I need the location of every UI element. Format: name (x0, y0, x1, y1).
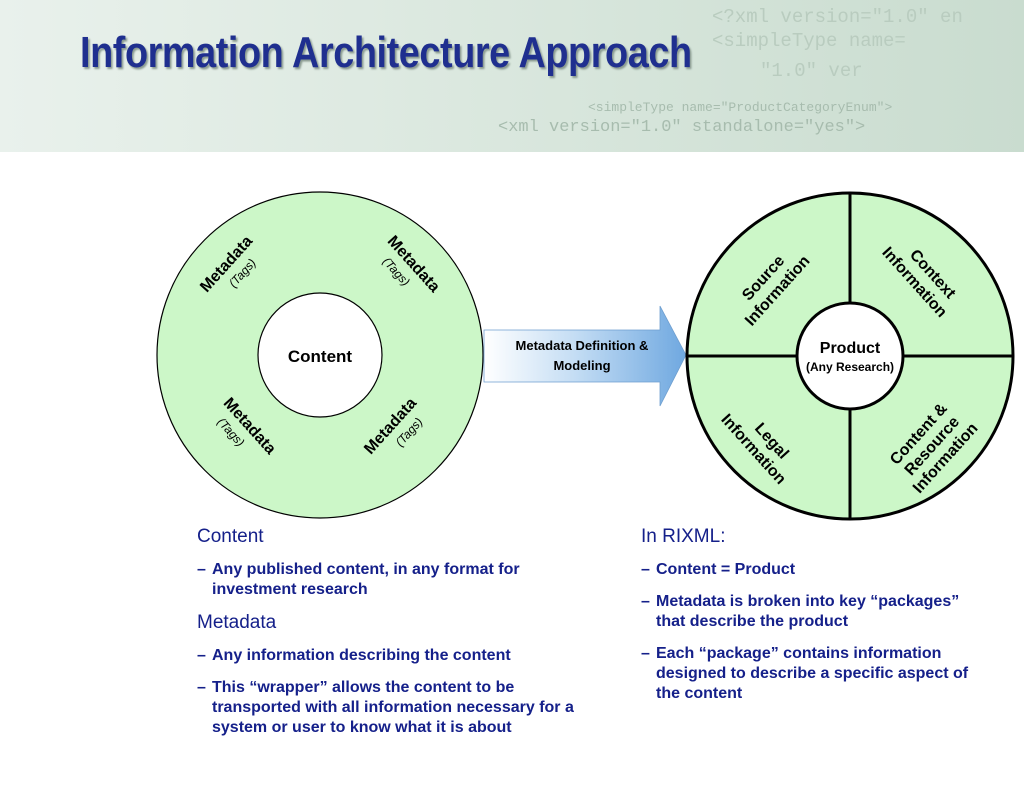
metadata-bullet: – This “wrapper” allows the content to b… (197, 678, 577, 738)
page-title: Information Architecture Approach (80, 28, 692, 77)
metadata-bullet: – Any information describing the content (197, 646, 577, 666)
dash-marker: – (197, 679, 206, 696)
arrow-label-line2: Modeling (553, 358, 610, 373)
product-sublabel: (Any Research) (806, 360, 894, 374)
dash-marker: – (641, 593, 650, 610)
dash-marker: – (197, 647, 206, 664)
rixml-bullet: – Metadata is broken into key “packages”… (641, 592, 986, 632)
background-code-line: <xml version="1.0" standalone="yes"> (498, 118, 866, 137)
background-code-line: <simpleType name= (712, 30, 906, 52)
rixml-bullet: – Each “package” contains information de… (641, 644, 986, 704)
dash-marker: – (197, 561, 206, 578)
arrow-label-line1: Metadata Definition & (516, 338, 649, 353)
rixml-bullet: – Content = Product (641, 560, 986, 580)
dash-marker: – (641, 561, 650, 578)
bullet-text: Content = Product (656, 561, 796, 578)
bullet-text: Each “package” contains information desi… (656, 645, 969, 702)
bullet-text: This “wrapper” allows the content to be … (212, 679, 574, 736)
bullet-text: Metadata is broken into key “packages” t… (656, 593, 960, 630)
content-heading: Content (197, 526, 264, 547)
content-bullet: – Any published content, in any format f… (197, 560, 577, 600)
right-text-column: In RIXML: – Content = Product – Metadata… (641, 526, 986, 716)
background-code-line: "1.0" ver (760, 60, 863, 82)
bullet-text: Any information describing the content (212, 647, 511, 664)
arrow-shape (483, 305, 687, 407)
content-metadata-diagram: Content Metadata (Tags) Metadata (Tags) … (156, 191, 484, 519)
content-label: Content (288, 347, 353, 366)
product-label: Product (820, 340, 881, 357)
bullet-text: Any published content, in any format for… (212, 561, 520, 598)
product-circle (795, 301, 905, 411)
metadata-definition-arrow: Metadata Definition & Modeling (483, 305, 687, 407)
dash-marker: – (641, 645, 650, 662)
rixml-heading: In RIXML: (641, 526, 726, 547)
product-packages-diagram: Product (Any Research) Source Informatio… (685, 191, 1015, 521)
left-text-column: Content – Any published content, in any … (197, 526, 577, 750)
content-circle (257, 292, 383, 418)
background-code-line: <simpleType name="ProductCategoryEnum"> (588, 100, 893, 115)
metadata-heading: Metadata (197, 612, 277, 633)
background-code-line: <?xml version="1.0" en (712, 6, 963, 28)
header-banner: <?xml version="1.0" en <simpleType name=… (0, 0, 1024, 152)
